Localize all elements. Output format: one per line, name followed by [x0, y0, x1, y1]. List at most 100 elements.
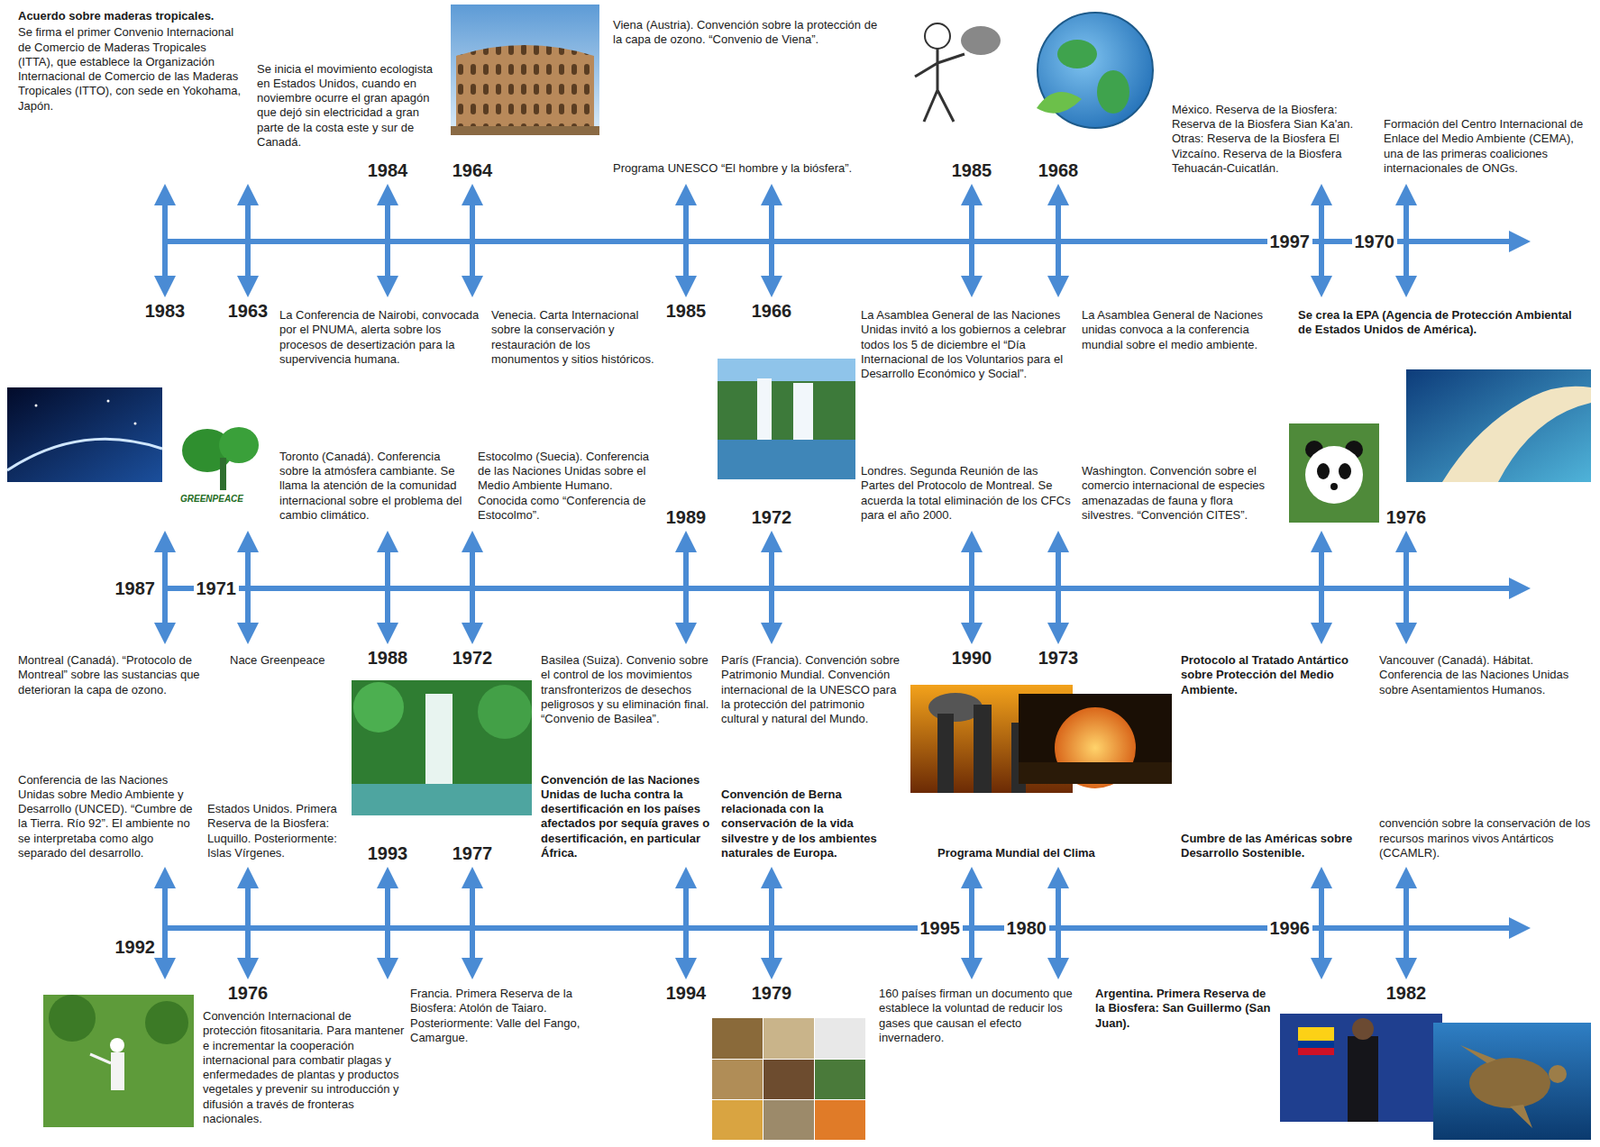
- tick-arrow: [1403, 552, 1409, 623]
- animal-tile: [814, 1100, 866, 1141]
- earth-cartoon: [914, 12, 1153, 128]
- tick-arrow: [162, 205, 168, 276]
- year-label: 1988: [367, 648, 409, 668]
- year-label: 1968: [1038, 160, 1079, 181]
- year-label: 1963: [228, 301, 269, 321]
- year-label: 1966: [751, 301, 793, 321]
- event-text: Se inicia el movimiento ecologista en Es…: [256, 62, 438, 151]
- animal-tile: [763, 1018, 814, 1060]
- year-label: 1971: [193, 578, 240, 599]
- water-pool: [351, 784, 532, 816]
- summit-photo: [1280, 1014, 1443, 1123]
- event-text: Francia. Primera Reserva de la Biosfera:…: [410, 987, 609, 1046]
- photo-bg: [7, 387, 163, 483]
- worker-head: [109, 1038, 125, 1053]
- event-text: Se firma el primer Convenio Internaciona…: [18, 25, 244, 114]
- event-heading: Acuerdo sobre maderas tropicales.: [18, 9, 253, 24]
- tick-arrow: [162, 888, 168, 959]
- event-text: Protocolo al Tratado Antártico sobre Pro…: [1180, 653, 1371, 698]
- tick-arrow: [469, 888, 476, 959]
- tick-arrow: [683, 205, 689, 276]
- tick-arrow: [1055, 205, 1061, 276]
- sunset-photo: [1018, 694, 1172, 789]
- event-text: Nace Greenpeace: [229, 653, 357, 668]
- year-label: 1989: [666, 507, 707, 528]
- photo-bg: [1289, 423, 1380, 523]
- tick-arrow: [245, 888, 251, 959]
- event-text: Estados Unidos. Primera Reserva de la Bi…: [207, 802, 343, 861]
- year-label: 1973: [1038, 648, 1079, 668]
- year-label: 1977: [452, 843, 494, 864]
- year-label: 1983: [145, 301, 186, 321]
- tick-arrow: [969, 205, 975, 276]
- tick-arrows: [164, 205, 1407, 959]
- event-text: Toronto (Canadá). Conferencia sobre la a…: [279, 449, 469, 523]
- tick-arrow: [384, 552, 391, 623]
- water-fall: [425, 694, 453, 789]
- tick-arrow: [768, 888, 775, 959]
- greenpeace-logo: [182, 427, 259, 491]
- tree: [48, 995, 96, 1043]
- star: [134, 422, 138, 426]
- star: [35, 404, 38, 408]
- year-label: 1997: [1267, 231, 1314, 252]
- flag-stripe: [1298, 1048, 1335, 1056]
- logo-text: GREENPEACE: [180, 493, 271, 504]
- tick-arrow: [1055, 552, 1061, 623]
- year-label: 1987: [112, 578, 159, 599]
- panda-head: [1305, 446, 1363, 504]
- year-label: 1976: [228, 983, 269, 1004]
- year-label: 1994: [666, 983, 707, 1004]
- tick-arrow: [1403, 888, 1409, 959]
- event-text: Conferencia de las Naciones Unidas sobre…: [18, 773, 199, 862]
- animal-tile: [712, 1018, 763, 1060]
- year-label: 1964: [452, 160, 494, 181]
- panda-photo: [1289, 423, 1380, 523]
- photo-bg: [43, 995, 194, 1128]
- turtle-shell: [1469, 1058, 1551, 1109]
- waterfall-photo: [351, 680, 532, 816]
- year-label: 1972: [751, 507, 793, 528]
- tick-arrow: [768, 205, 775, 276]
- turtle-photo: [1433, 1023, 1591, 1141]
- spraying-photo: [43, 995, 194, 1128]
- year-label: 1972: [452, 648, 494, 668]
- animal-tile: [814, 1018, 866, 1060]
- sand-bar: [1442, 386, 1591, 483]
- leaf: [1036, 91, 1082, 114]
- event-text: La Asamblea General de Naciones unidas c…: [1081, 308, 1285, 353]
- tick-arrow: [245, 552, 251, 623]
- water-fall: [793, 383, 814, 442]
- event-text: Estocolmo (Suecia). Conferencia de las N…: [477, 449, 659, 523]
- year-label: 1985: [951, 160, 993, 181]
- tick-arrow: [683, 888, 689, 959]
- year-label: 1980: [1004, 918, 1051, 939]
- event-text: Cumbre de las Américas sobre Desarrollo …: [1180, 832, 1371, 862]
- tick-arrow: [469, 552, 476, 623]
- flag-stripe: [1298, 1027, 1335, 1042]
- animals-collage: [712, 1018, 866, 1141]
- turtle-flipper: [1460, 1045, 1533, 1129]
- event-text: Formación del Centro Internacional de En…: [1383, 117, 1591, 176]
- year-label: 1979: [751, 983, 793, 1004]
- photo-bg: [1433, 1023, 1591, 1141]
- timeline-axis: [163, 585, 1509, 592]
- year-label: 1970: [1352, 231, 1399, 252]
- water-fall: [757, 378, 772, 442]
- event-text: México. Reserva de la Biosfera: Reserva …: [1171, 102, 1375, 176]
- tick-arrow: [384, 205, 391, 276]
- event-text: Venecia. Carta Internacional sobre la co…: [491, 308, 659, 367]
- tick-arrow: [969, 552, 975, 623]
- event-text: Viena (Austria). Convención sobre la pro…: [612, 18, 884, 48]
- event-text: Programa Mundial del Clima: [937, 846, 1145, 861]
- sack: [960, 26, 1001, 55]
- spray-lance: [90, 1054, 111, 1064]
- logo-trunk: [219, 457, 227, 491]
- tick-arrow: [1318, 552, 1325, 623]
- tick-arrow: [683, 552, 689, 623]
- chimney: [973, 704, 992, 794]
- panda-eye: [1338, 463, 1352, 480]
- tree: [145, 1001, 189, 1045]
- year-label: 1993: [367, 843, 409, 864]
- continent: [1097, 70, 1130, 114]
